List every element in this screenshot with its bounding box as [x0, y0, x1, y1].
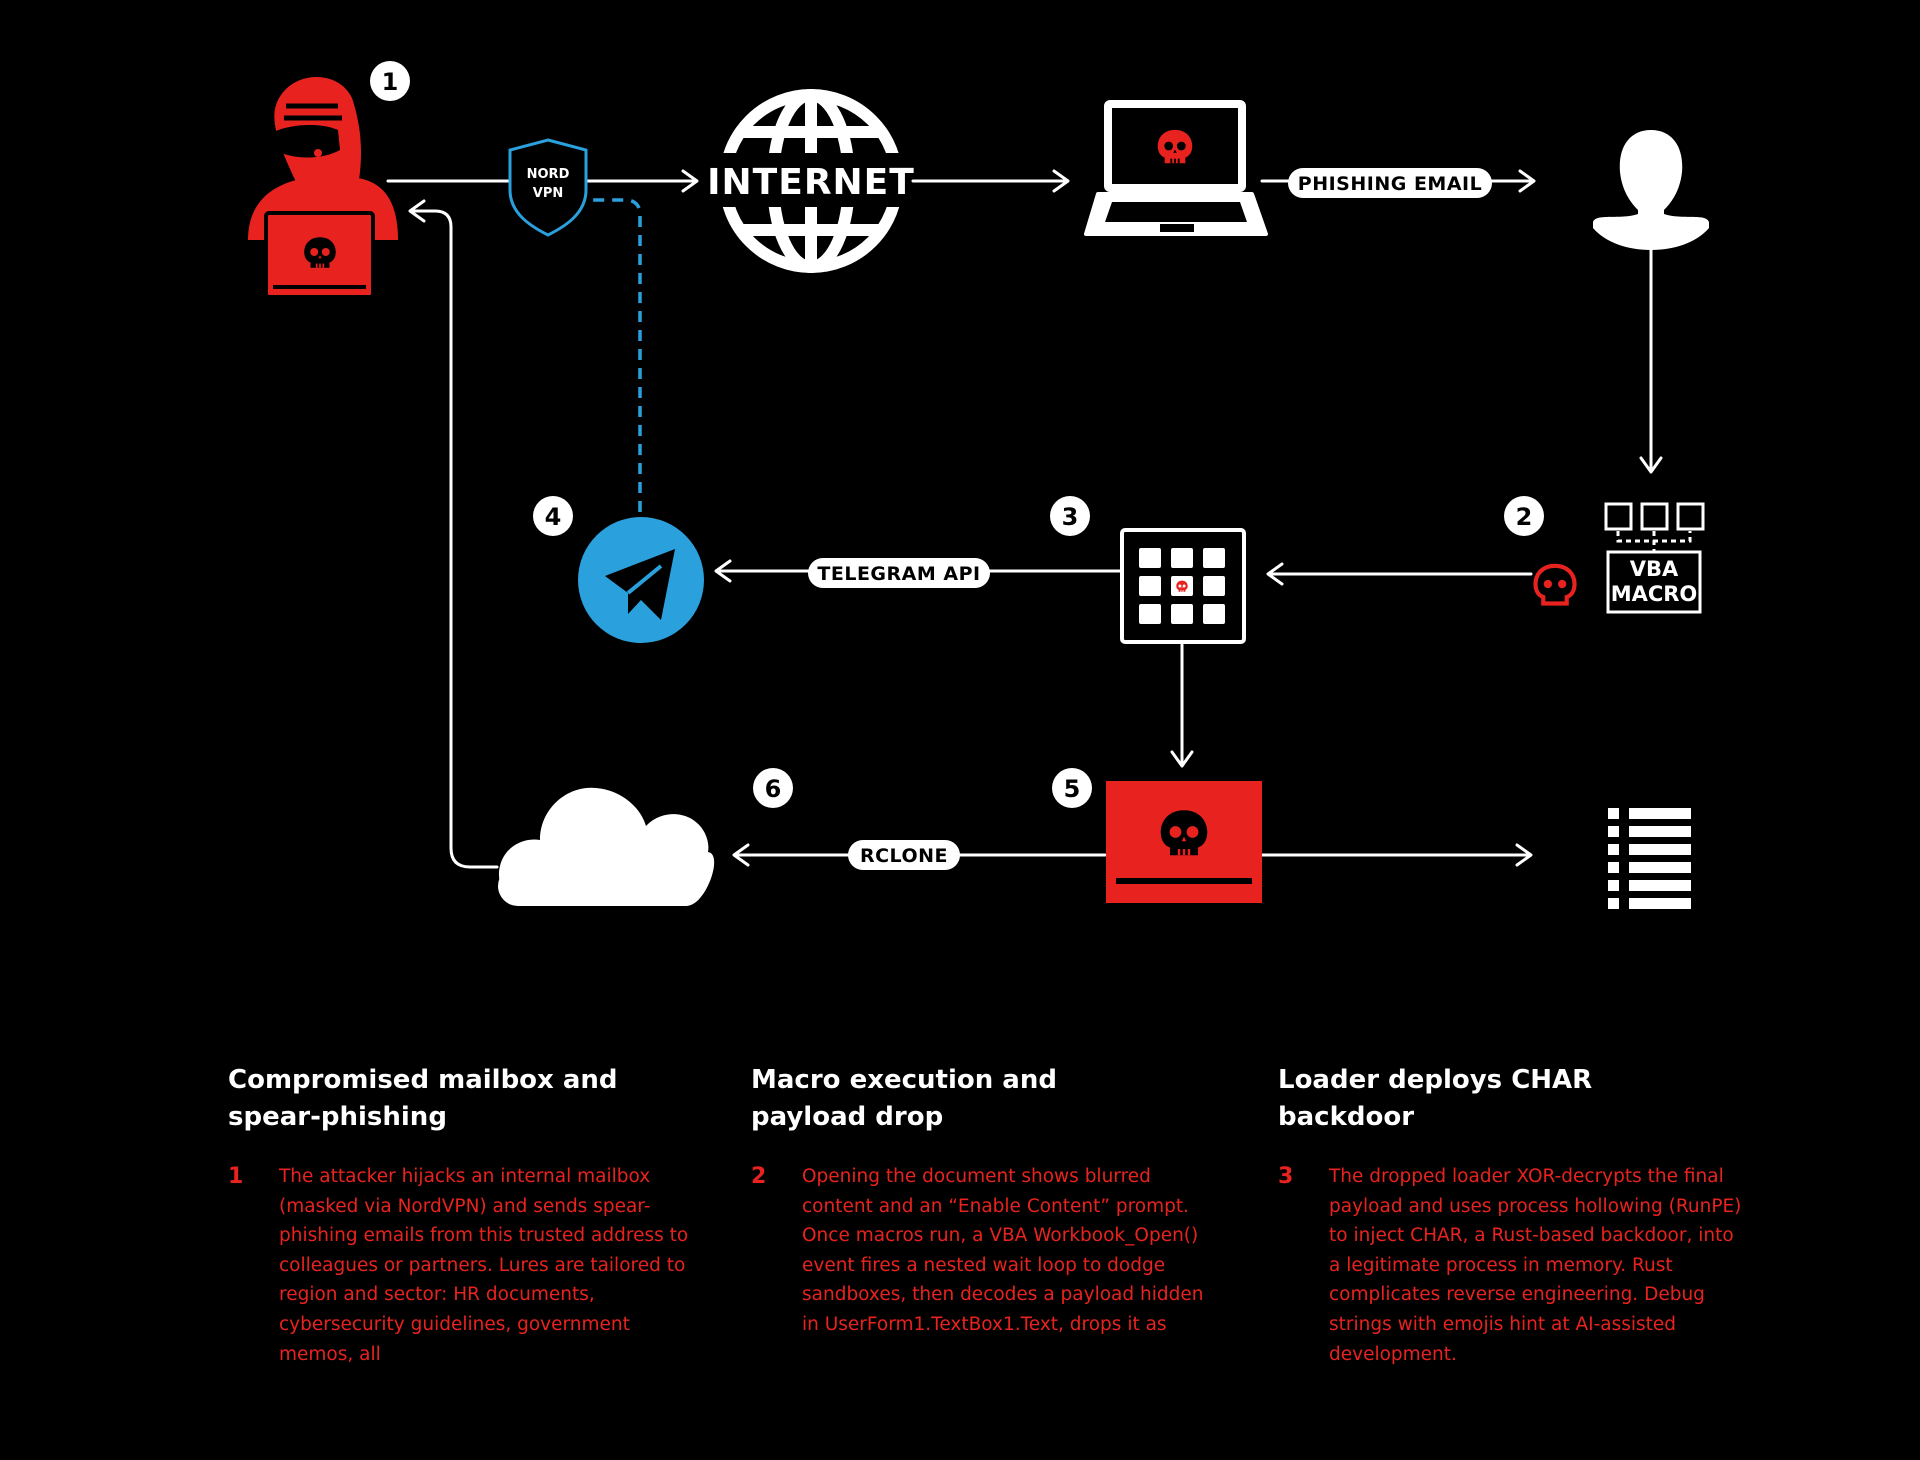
svg-text:6: 6: [765, 775, 782, 803]
arrowhead: [1266, 562, 1284, 586]
svg-text:4: 4: [545, 503, 562, 531]
svg-text:3: 3: [1062, 503, 1079, 531]
arrowhead: [681, 169, 699, 193]
arrowhead: [1515, 843, 1533, 867]
column-title: Macro execution and payload drop: [751, 1065, 1057, 1132]
telegram-icon: [578, 517, 704, 643]
arrow-cloud-to-hacker: [410, 209, 499, 869]
column-title: Compromised mailbox and spear-phishing: [228, 1065, 618, 1132]
column-text: The dropped loader XOR-decrypts the fina…: [1329, 1166, 1742, 1365]
rclone-pill: [848, 840, 960, 870]
cloud-icon: [498, 787, 715, 906]
user-icon: [1593, 130, 1709, 250]
telegram-api-label: TELEGRAM API: [817, 563, 980, 585]
step-badge-5: 5: [1052, 768, 1092, 808]
internet-label: INTERNET: [707, 162, 915, 203]
arrowhead: [1052, 169, 1070, 193]
svg-text:2: 2: [1516, 503, 1533, 531]
red-skull-outline-icon: [1533, 563, 1577, 606]
step-column-1: Compromised mailbox and spear-phishing 1…: [228, 1062, 698, 1369]
telegram-api-pill: [808, 558, 990, 588]
arrowhead: [1518, 169, 1536, 193]
dashed-telegram-to-vpn: [585, 198, 642, 512]
vpn-badge-line2: VPN: [533, 186, 563, 201]
arrowhead: [732, 843, 750, 867]
laptop-icon: [1084, 100, 1268, 236]
rclone-label: RCLONE: [860, 845, 948, 867]
column-body: 2 Opening the document shows blurred con…: [751, 1162, 1221, 1340]
step-column-3: Loader deploys CHAR backdoor 3 The dropp…: [1278, 1062, 1748, 1369]
column-body: 3 The dropped loader XOR-decrypts the fi…: [1278, 1162, 1748, 1369]
step-badge-4: 4: [533, 496, 573, 536]
hacker-icon: [248, 77, 398, 299]
phishing-email-label: PHISHING EMAIL: [1298, 173, 1482, 195]
arrowhead: [714, 559, 732, 583]
payload-window-icon: [1106, 781, 1262, 903]
nordvpn-shield-icon: NORD VPN: [508, 138, 588, 237]
vba-macro-icon: VBA MACRO: [1604, 502, 1705, 614]
loader-app-grid-icon: [1120, 528, 1246, 644]
internet-label-bg: [716, 153, 906, 207]
connectors: [386, 169, 1663, 869]
column-number: 2: [751, 1164, 767, 1189]
svg-text:1: 1: [382, 68, 399, 96]
svg-text:5: 5: [1064, 775, 1081, 803]
macro-label-line2: MACRO: [1611, 582, 1698, 606]
arrowhead: [1639, 456, 1663, 474]
step-badge-2: 2: [1504, 496, 1544, 536]
arrowhead: [408, 199, 426, 223]
column-text: The attacker hijacks an internal mailbox…: [279, 1166, 689, 1365]
arrowhead: [1170, 750, 1194, 768]
step-badge-3: 3: [1050, 496, 1090, 536]
step-badge-1: 1: [370, 61, 410, 101]
column-text: Opening the document shows blurred conte…: [802, 1166, 1204, 1335]
step-badge-6: 6: [753, 768, 793, 808]
column-body: 1 The attacker hijacks an internal mailb…: [228, 1162, 698, 1369]
phishing-email-pill: [1288, 168, 1492, 198]
step-column-2: Macro execution and payload drop 2 Openi…: [751, 1062, 1221, 1340]
vpn-badge-line1: NORD: [527, 167, 570, 182]
exfiltrated-files-icon: [1608, 808, 1691, 909]
column-number: 1: [228, 1164, 244, 1189]
column-title: Loader deploys CHAR backdoor: [1278, 1065, 1593, 1132]
column-number: 3: [1278, 1164, 1294, 1189]
macro-label-line1: VBA: [1630, 557, 1679, 581]
